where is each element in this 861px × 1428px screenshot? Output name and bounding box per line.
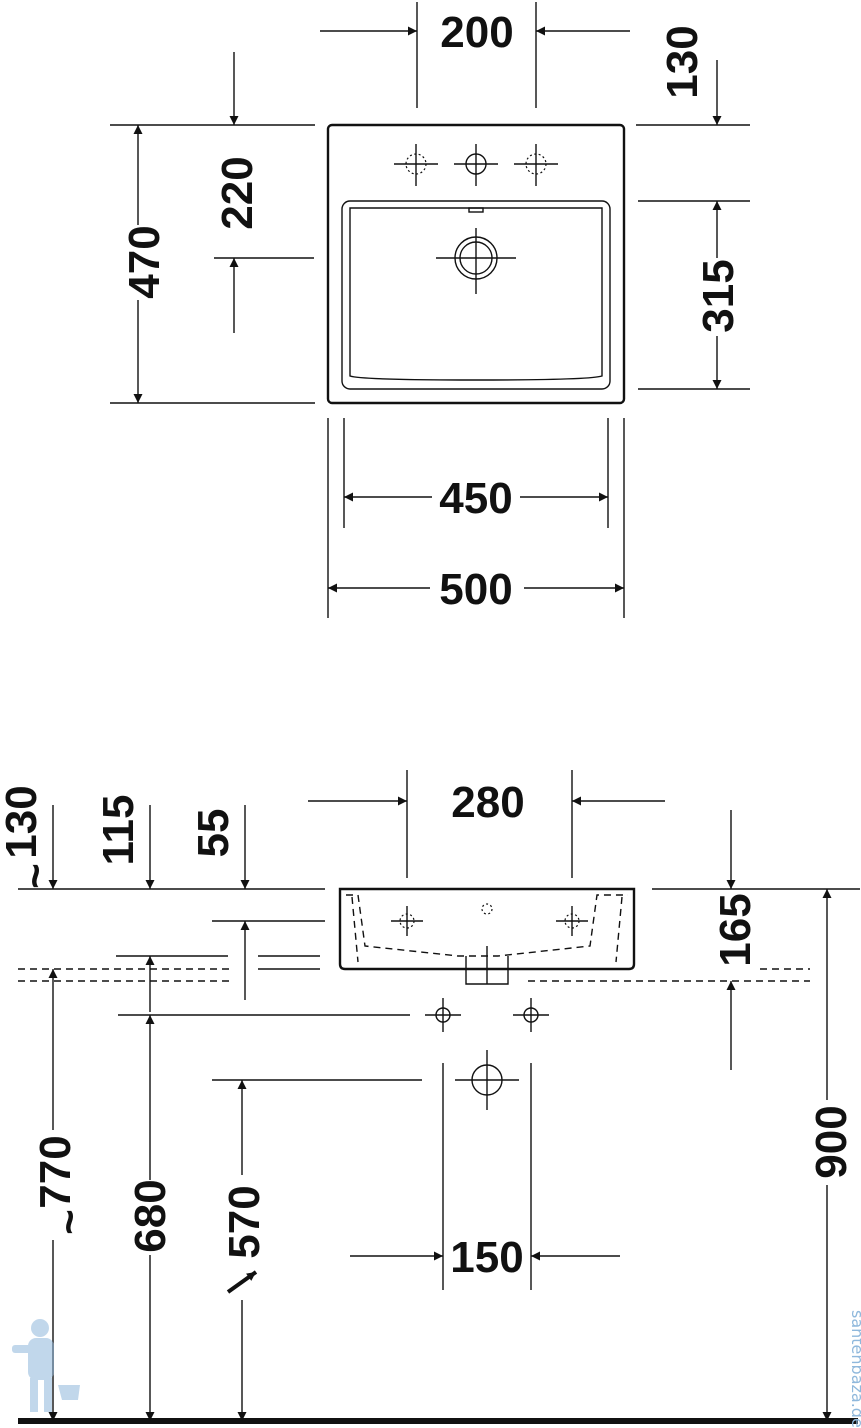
dim-315-label: 315 bbox=[694, 259, 743, 332]
basin-outline bbox=[326, 123, 626, 405]
waste-outlet-crosshair-icon bbox=[455, 1050, 519, 1110]
dim-770-approx-label: ~ bbox=[45, 1209, 94, 1235]
dim-900-label: 900 bbox=[807, 1105, 856, 1178]
dim-165: 165 bbox=[711, 810, 760, 1070]
watermark-text: santehbaza.de bbox=[848, 1310, 861, 1428]
dim-315: 315 bbox=[638, 200, 750, 390]
dim-130-side-label: 130 bbox=[0, 785, 46, 858]
dim-200-label: 200 bbox=[440, 8, 513, 57]
plumber-mascot-icon bbox=[12, 1319, 80, 1412]
dim-570: 570 bbox=[220, 1080, 269, 1421]
dim-570-label: 570 bbox=[220, 1185, 269, 1258]
tap-hole-right-crosshair-icon bbox=[514, 144, 558, 186]
dim-770-label: 770 bbox=[31, 1135, 80, 1208]
top-view: 200 130 470 220 315 bbox=[110, 2, 750, 618]
basin-bowl-inner bbox=[349, 207, 603, 381]
dim-470: 470 bbox=[110, 124, 315, 404]
dim-220: 220 bbox=[213, 52, 314, 333]
dim-115-label: 115 bbox=[94, 795, 143, 866]
dim-165-label: 165 bbox=[711, 893, 760, 966]
dim-115: 115 bbox=[94, 795, 155, 889]
dim-900: 900 bbox=[807, 889, 856, 1421]
water-inlet-right-crosshair-icon bbox=[513, 998, 549, 1032]
tap-hole-left-crosshair-icon bbox=[394, 144, 438, 186]
basin-front-outline bbox=[338, 887, 636, 971]
dim-130-top-label: 130 bbox=[658, 25, 707, 98]
tap-hole-center-crosshair-icon bbox=[454, 144, 498, 186]
dim-220-label: 220 bbox=[213, 156, 262, 229]
drain-crosshair-icon bbox=[436, 228, 516, 294]
dim-680: 680 bbox=[126, 956, 175, 1421]
dim-130-approx-label: ~ bbox=[11, 863, 60, 889]
water-inlet-left-crosshair-icon bbox=[425, 998, 461, 1032]
side-tap-right-crosshair-icon bbox=[556, 906, 588, 936]
dim-55: 55 bbox=[189, 805, 250, 1000]
dim-150: 150 bbox=[350, 1063, 620, 1290]
dim-450-label: 450 bbox=[439, 474, 512, 523]
overflow-slot bbox=[468, 207, 484, 213]
dim-770: 770 ~ bbox=[31, 969, 94, 1421]
dim-450: 450 bbox=[343, 418, 609, 528]
dim-130-side: 130 ~ bbox=[0, 785, 60, 889]
side-tap-left-crosshair-icon bbox=[391, 906, 423, 936]
dim-130-top: 130 bbox=[636, 25, 750, 126]
dim-280-label: 280 bbox=[451, 778, 524, 827]
dim-470-label: 470 bbox=[120, 225, 169, 298]
bowl-side-hidden bbox=[351, 896, 623, 963]
dim-680-label: 680 bbox=[126, 1179, 175, 1252]
dim-55-label: 55 bbox=[189, 809, 238, 858]
dim-500: 500 bbox=[327, 418, 625, 618]
arrow-icon bbox=[226, 1270, 258, 1294]
dim-500-label: 500 bbox=[439, 565, 512, 614]
overflow-hole bbox=[481, 903, 493, 915]
dim-200: 200 bbox=[320, 2, 630, 108]
basin-bowl-outer bbox=[341, 200, 611, 390]
side-view: 280 150 130 ~ 115 55 bbox=[0, 770, 861, 1428]
dim-150-label: 150 bbox=[450, 1233, 523, 1282]
dim-280: 280 bbox=[308, 770, 665, 878]
